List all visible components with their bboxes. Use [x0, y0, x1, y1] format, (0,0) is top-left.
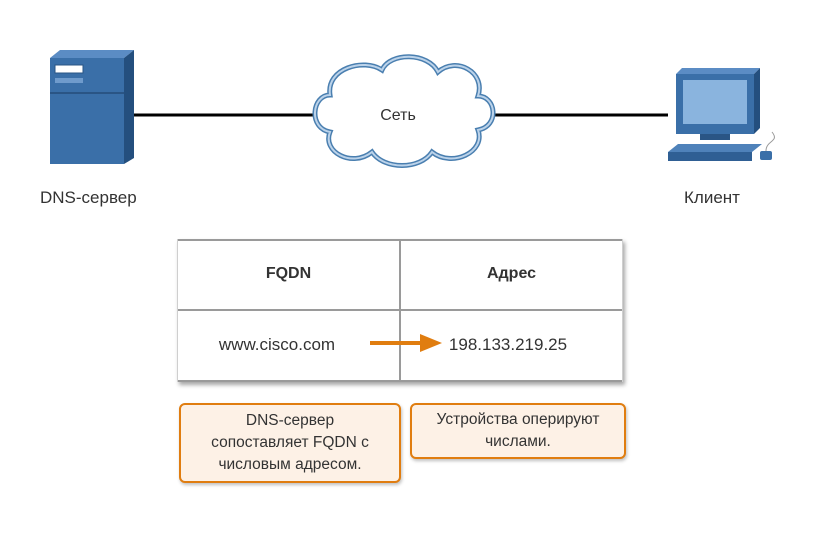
- cell-fqdn-value: www.cisco.com: [218, 335, 336, 354]
- callout-right-line-1: Устройства оперируют: [436, 411, 600, 428]
- client-label: Клиент: [684, 188, 740, 207]
- callout-devices-numbers: Устройства оперируют числами.: [410, 403, 626, 459]
- fqdn-address-table: FQDN Адрес www.cisco.com 198.133.219.25: [177, 239, 623, 382]
- table-column-divider: [399, 239, 401, 382]
- cell-address-value: 198.133.219.25: [448, 335, 568, 354]
- server-icon: [50, 50, 134, 164]
- network-cloud-icon: [312, 54, 496, 168]
- callout-dns-maps: DNS-сервер сопоставляет FQDN с числовым …: [179, 403, 401, 483]
- network-topology: [50, 50, 775, 168]
- header-fqdn: FQDN: [265, 265, 312, 282]
- callout-left-line-3: числовым адресом.: [218, 456, 362, 473]
- callout-right-line-2: числами.: [485, 433, 551, 450]
- client-computer-icon: [668, 68, 775, 161]
- callout-left-line-1: DNS-сервер: [245, 412, 335, 429]
- header-address: Адрес: [486, 265, 537, 282]
- mapping-arrow-icon: [370, 334, 442, 352]
- callout-left-line-2: сопоставляет FQDN с: [211, 434, 369, 451]
- server-label: DNS-сервер: [40, 188, 137, 207]
- network-label: Сеть: [380, 107, 416, 124]
